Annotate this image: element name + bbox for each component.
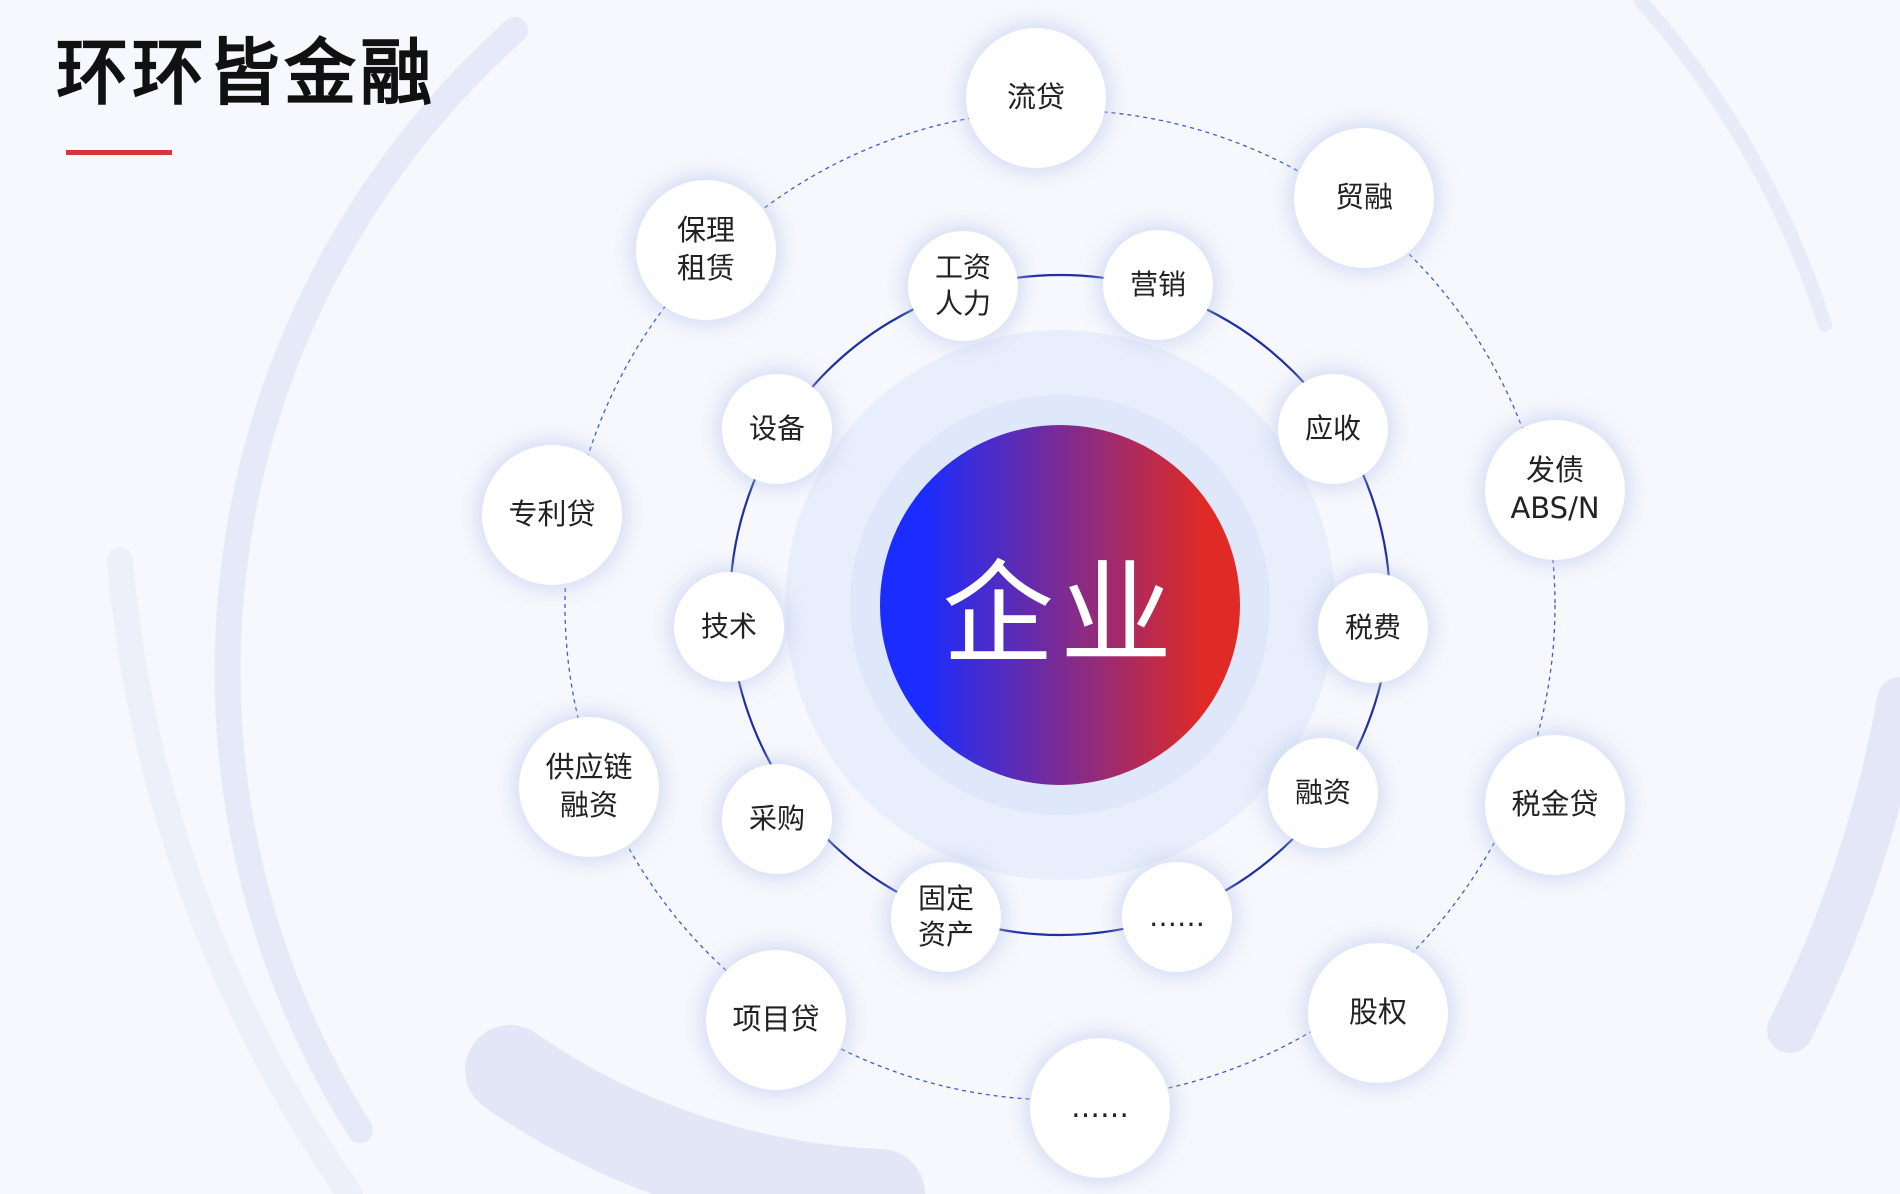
inner-node-shuifei[interactable]: 税费 bbox=[1318, 573, 1428, 683]
outer-node-shuijindai[interactable]: 税金贷 bbox=[1485, 735, 1625, 875]
inner-node-jishu[interactable]: 技术 bbox=[674, 572, 784, 682]
outer-node-fazhai[interactable]: 发债 ABS/N bbox=[1485, 420, 1625, 560]
background-arc-left-outer bbox=[107, 547, 363, 1194]
outer-node-baoli[interactable]: 保理 租赁 bbox=[636, 180, 776, 320]
inner-node-shebei[interactable]: 设备 bbox=[722, 374, 832, 484]
outer-node-maorong[interactable]: 贸融 bbox=[1294, 128, 1434, 268]
center-disc bbox=[880, 425, 1240, 785]
title-underline bbox=[66, 150, 172, 155]
background-arc-right bbox=[1633, 0, 1832, 332]
background-arc-bottom bbox=[465, 1025, 925, 1194]
background-arc-left bbox=[214, 17, 528, 1143]
inner-node-caigou[interactable]: 采购 bbox=[722, 764, 832, 874]
inner-node-rongzi[interactable]: 融资 bbox=[1268, 738, 1378, 848]
background-arc-right-lower bbox=[1767, 677, 1900, 1053]
outer-node-zhuanlidai[interactable]: 专利贷 bbox=[482, 445, 622, 585]
outer-node-gongyinglian[interactable]: 供应链 融资 bbox=[519, 717, 659, 857]
center-label: 企业 bbox=[942, 550, 1178, 680]
outer-node-guquan[interactable]: 股权 bbox=[1308, 943, 1448, 1083]
outer-node-more[interactable]: …… bbox=[1030, 1038, 1170, 1178]
inner-node-yingxiao[interactable]: 营销 bbox=[1103, 230, 1213, 340]
outer-node-xiangmudai[interactable]: 项目贷 bbox=[706, 950, 846, 1090]
inner-node-more[interactable]: …… bbox=[1122, 862, 1232, 972]
inner-node-yingshou[interactable]: 应收 bbox=[1278, 374, 1388, 484]
outer-node-liudai[interactable]: 流贷 bbox=[966, 28, 1106, 168]
page-title: 环环皆金融 bbox=[56, 31, 437, 115]
inner-node-gongzi[interactable]: 工资 人力 bbox=[908, 231, 1018, 341]
inner-node-guding[interactable]: 固定 资产 bbox=[891, 862, 1001, 972]
